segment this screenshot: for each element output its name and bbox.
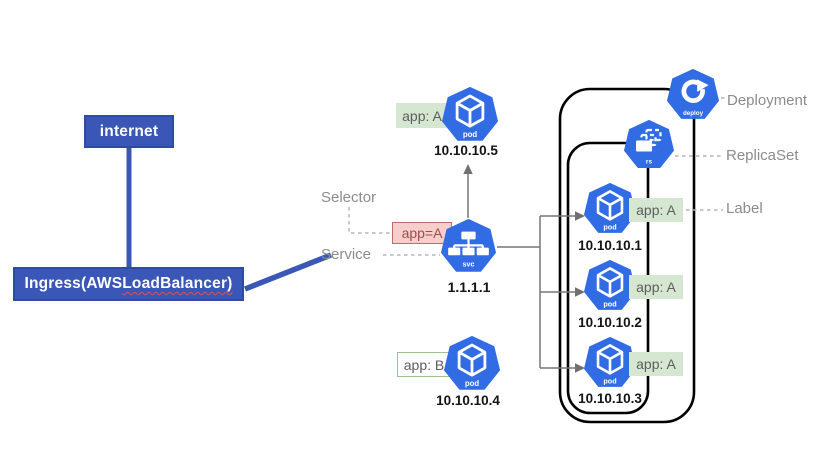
pod3-app-label-text: app: A (636, 356, 676, 372)
pod5-icon: pod (442, 87, 498, 143)
pod-icon-label: pod (603, 222, 616, 231)
pod2-ip: 10.10.10.2 (578, 315, 642, 330)
deployment-annotation: Deployment (727, 92, 808, 109)
replicaset-icon: rs (624, 120, 674, 170)
deployment-boundary (558, 87, 696, 424)
pod3-app-label: app: A (629, 352, 683, 376)
pod5-app-label: app: A (396, 103, 448, 128)
ingress-box: Ingress(AWS LoadBalancer) (13, 267, 244, 301)
label-annotation: Label (726, 200, 763, 217)
pod1-app-label-text: app: A (636, 202, 676, 218)
pod2-icon: pod (584, 260, 636, 312)
internet-label: internet (99, 122, 159, 140)
deploy-icon-label: deploy (683, 110, 704, 117)
pod4-ip: 10.10.10.4 (436, 393, 500, 408)
service-caption: Service (321, 246, 372, 263)
arrowhead-pod2 (575, 287, 585, 297)
selector-dashed-line (348, 207, 390, 234)
pod-icon-label: pod (603, 299, 616, 308)
pod4-app-label-text: app: B (403, 356, 445, 373)
rs-icon-label: rs (646, 159, 653, 166)
ingress-label-prefix: Ingress(AWS (24, 275, 123, 292)
deployment-icon: deploy (667, 69, 719, 121)
arrowhead-pod5 (463, 164, 473, 174)
pod1-ip: 10.10.10.1 (578, 238, 642, 253)
pod3-ip: 10.10.10.3 (578, 391, 642, 406)
pod4-app-label: app: B (397, 352, 451, 377)
svc-icon-label: svc (463, 260, 475, 268)
pod5-ip: 10.10.10.5 (434, 143, 498, 158)
replicaset-annotation: ReplicaSet (726, 147, 799, 164)
pod2-app-label-text: app: A (636, 279, 676, 295)
pod1-app-label: app: A (629, 198, 683, 222)
selector-value-box: app=A (392, 222, 452, 244)
service-icon: svc (441, 219, 496, 274)
ingress-label-loadbalancer: LoadBalancer) (122, 275, 233, 292)
pod-icon-label: pod (465, 379, 480, 388)
pod5-app-label-text: app: A (402, 107, 442, 124)
pod3-icon: pod (584, 337, 636, 389)
selector-value: app=A (401, 225, 443, 241)
pod4-icon: pod (444, 336, 500, 392)
pod2-app-label: app: A (629, 275, 683, 299)
arrowhead-pod3 (575, 363, 585, 373)
internet-box: internet (84, 115, 174, 148)
ingress-to-service-line (243, 252, 333, 292)
pod-icon-label: pod (603, 376, 616, 385)
service-ip: 1.1.1.1 (447, 279, 491, 295)
pod1-icon: pod (584, 183, 636, 235)
arrowhead-pod1 (575, 211, 585, 221)
pod-icon-label: pod (463, 130, 478, 139)
selector-caption: Selector (321, 189, 377, 206)
